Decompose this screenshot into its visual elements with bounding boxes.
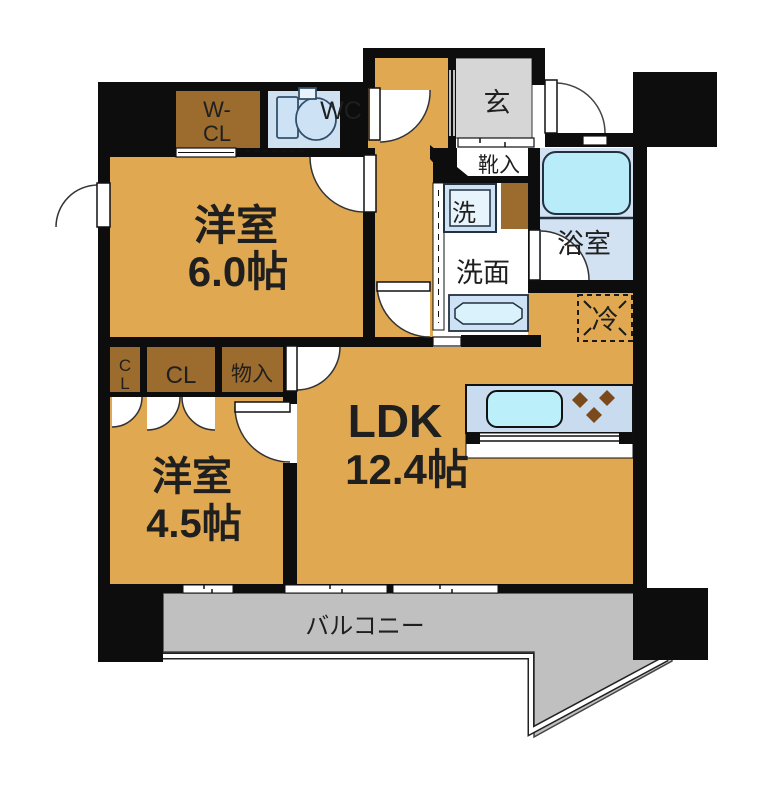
genkan-step [457,137,535,148]
wall-block-top-right [633,72,717,143]
wall-bedroom45-east-b [283,463,297,585]
burner-2 [599,390,615,406]
labels: 洋室 6.0帖 洋室 4.5帖 LDK 12.4帖 バルコニー 玄 靴入 W- … [119,88,619,640]
fixtures [276,87,634,459]
label-wcl-1: W- [203,97,231,122]
washing-machine-icon [443,183,497,233]
wall-wcl-wc [260,87,268,148]
label-ldk-name: LDK [348,395,443,447]
label-closet-b: CL [166,362,197,389]
wall-bedroom6-north [110,148,368,157]
south-windows [182,584,499,594]
door-arc-closet-a [111,396,143,428]
label-shoebox: 靴入 [478,154,520,177]
wall-top-north [176,82,368,91]
wall-block-bottom-right [633,588,708,660]
toilet-icon [276,87,337,141]
label-entrance: 玄 [484,88,511,118]
label-bedroom6-size: 6.0帖 [188,248,288,295]
label-washer: 洗 [452,200,476,227]
door-arc-hallway [376,283,431,338]
door-arc-bedroom45 [234,406,291,463]
door-leaf-entrance [544,79,558,134]
wall-bedroom45-east-a [283,392,297,404]
burner-1 [572,392,588,408]
wall-east [633,143,647,593]
storage-monoire [222,347,283,392]
wall-entry-stub [532,55,545,85]
kitchen-icon [465,384,634,459]
door-arc-storage [296,346,341,391]
wall-closet-south [110,392,297,397]
wall-bedroom6-south [110,337,375,347]
door-arc-closet-b-right [181,396,216,431]
label-fridge: 冷 [592,305,619,335]
room-ldk-fridge-nook [528,293,633,349]
wall-stub-hall [363,48,375,88]
door-arc-bedroom6 [309,156,366,213]
label-bedroom45-size: 4.5帖 [146,502,242,546]
door-arc-wc [379,89,431,143]
closet-a [110,347,140,392]
door-leaf-west [96,182,111,228]
door-arc-west [55,184,99,228]
wall-west [98,148,110,588]
wall-block-top-left [98,82,176,148]
entrance-area [454,57,533,139]
door-arc-closet-b-left [146,396,181,431]
wall-genkan-left [448,58,456,148]
label-wc: WC [320,97,362,125]
closet-b [147,347,215,392]
window-bedroom45 [182,584,234,594]
balcony-railing [163,654,668,735]
label-closet-a-1: C [119,356,131,375]
label-bedroom45-name: 洋室 [152,455,232,499]
wall-wc-right [340,82,368,148]
door-leaf-storage [285,345,298,392]
washstand-icon [448,294,529,332]
label-bathroom: 浴室 [557,229,611,259]
washroom-ldk-sliding [432,336,462,347]
window-ldk-2 [392,584,499,594]
door-leaf-wc [368,87,381,141]
wall-bath-south [528,280,633,293]
swing-doors [55,79,606,463]
entry-vent [582,135,608,146]
burner-3 [586,407,602,423]
label-bedroom6-name: 洋室 [194,202,278,249]
label-ldk-size: 12.4帖 [345,446,469,493]
door-leaf-bathroom [528,229,541,281]
balcony-area [162,592,673,739]
wall-closet-div2 [215,347,222,392]
wall-block-bottom-left [98,588,163,662]
door-leaf-hallway [376,281,431,292]
cabinet-strip [501,183,528,229]
door-leaf-bedroom45 [234,401,291,413]
refrigerator-icon [577,294,633,342]
wall-top-entry [363,48,545,58]
label-washroom: 洗面 [456,258,510,288]
walk-in-closet [176,91,260,148]
label-wcl-2: CL [203,121,231,146]
label-closet-a-2: L [120,374,129,393]
label-storage: 物入 [231,363,273,386]
wall-washroom-south [461,335,541,347]
wall-hall-south [363,337,433,347]
door-arc-entrance [556,82,606,134]
window-ldk-1 [284,584,388,594]
label-balcony: バルコニー [305,613,425,640]
door-arc-bathroom [540,230,590,281]
wall-closet-div1 [140,347,147,392]
sliding-doors [175,70,608,347]
bathtub-icon [540,151,633,220]
door-leaf-bedroom6 [363,154,377,213]
wall-shoebox-south [457,176,528,183]
